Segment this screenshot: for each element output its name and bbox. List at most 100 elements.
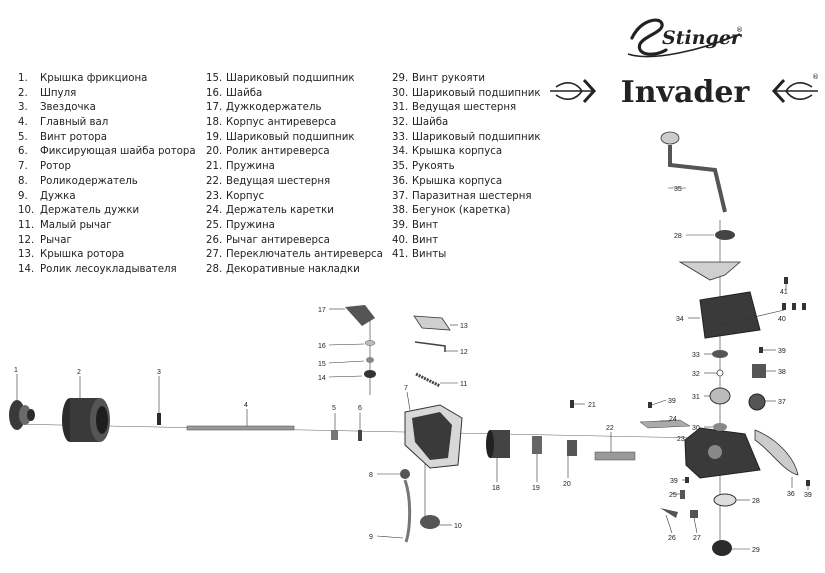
list-item: 20.Ролик антиреверса: [206, 146, 330, 158]
callout-9: 9: [369, 534, 373, 541]
part-19-ball-bearing: [532, 436, 542, 454]
list-item: 19.Шариковый подшипник: [206, 131, 355, 143]
part-2-spool: [62, 398, 110, 442]
part-29-handle-screw: [712, 540, 732, 556]
callout-40: 40: [778, 316, 786, 323]
callout-labels: 1 2 3 4 5 6 7 8 9 10 11 12 13 14 15 16 1…: [14, 186, 812, 554]
callout-10: 10: [454, 523, 462, 530]
callout-7: 7: [404, 385, 408, 392]
part-38-slider: [752, 364, 766, 378]
callout-11: 11: [460, 381, 467, 388]
callout-23: 23: [677, 436, 685, 443]
callout-6: 6: [358, 405, 362, 412]
part-20-anti-reverse-roller: [567, 440, 577, 456]
part-31-drive-gear: [709, 387, 731, 405]
callout-21: 21: [588, 402, 596, 409]
part-26-anti-reverse-lever: [660, 508, 678, 518]
list-item: 21.Пружина: [206, 161, 275, 173]
part-32-washer: [716, 369, 724, 377]
part-28-decor-cap-top: [715, 230, 735, 240]
part-39-screw: [759, 347, 763, 353]
part-37-idle-gear: [748, 393, 766, 411]
list-item: 27.Переключатель антиреверса: [206, 249, 383, 261]
parts-list-column-1: 1.Крышка фрикциона 2.Шпуля 3.Звездочка 4…: [18, 72, 196, 278]
callout-39: 39: [778, 348, 786, 355]
list-item: 39.Винт: [392, 219, 439, 231]
assembly-axis-lines: [9, 220, 721, 545]
list-item: 33.Шариковый подшипник: [392, 131, 541, 143]
callout-41: 41: [780, 289, 788, 296]
list-item: 37.Паразитная шестерня: [392, 190, 532, 202]
list-item: 16.Шайба: [206, 87, 263, 99]
callout-1: 1: [14, 367, 18, 374]
callout-25: 25: [669, 492, 677, 499]
part-22-pinion-gear: [594, 451, 636, 461]
list-item: 1.Крышка фрикциона: [18, 73, 148, 84]
callout-34: 34: [676, 316, 684, 323]
part-7-rotor: [404, 404, 463, 469]
callout-39: 39: [804, 492, 812, 499]
list-item: 34.Крышка корпуса: [392, 146, 503, 158]
callout-2: 2: [77, 369, 81, 376]
list-item: 14.Ролик лесоукладывателя: [18, 263, 177, 275]
list-item: 12.Рычаг: [18, 234, 72, 246]
callout-20: 20: [563, 481, 571, 488]
part-41-screws: [784, 277, 788, 284]
part-28-decor-cap-bottom: [713, 493, 737, 507]
registered-mark: ®: [736, 26, 743, 34]
callout-39: 39: [668, 398, 676, 405]
callout-30: 30: [692, 425, 700, 432]
callout-18: 18: [492, 485, 500, 492]
list-item: 22.Ведущая шестерня: [206, 175, 331, 187]
list-item: 31.Ведущая шестерня: [392, 102, 517, 114]
list-item: 2.Шпуля: [18, 87, 77, 99]
callout-33: 33: [692, 352, 700, 359]
callout-29: 29: [752, 547, 760, 554]
part-1-drag-cap: [9, 400, 35, 430]
callout-15: 15: [318, 361, 326, 368]
list-item: 36.Крышка корпуса: [392, 175, 503, 187]
callout-14: 14: [318, 375, 326, 382]
callout-17: 17: [318, 307, 326, 314]
list-item: 29.Винт рукояти: [392, 73, 486, 84]
callout-39: 39: [670, 478, 678, 485]
callout-13: 13: [460, 323, 468, 330]
callout-4: 4: [244, 402, 248, 409]
callout-12: 12: [460, 349, 468, 356]
part-15-ball-bearing: [366, 357, 374, 363]
part-40-screws: [782, 303, 806, 310]
callout-37: 37: [778, 399, 786, 406]
list-item: 35.Рукоять: [392, 161, 455, 173]
part-25-spring: [680, 490, 685, 499]
callout-31: 31: [692, 394, 700, 401]
list-item: 18.Корпус антиреверса: [206, 117, 337, 129]
list-item: 4.Главный вал: [18, 117, 109, 129]
callout-24: 24: [669, 416, 677, 423]
list-item: 40.Винт: [392, 234, 439, 246]
list-item: 26.Рычаг антиреверса: [206, 234, 330, 246]
callout-8: 8: [369, 472, 373, 479]
list-item: 24.Держатель каретки: [206, 205, 334, 217]
list-item: 41.Винты: [392, 249, 447, 261]
list-item: 15.Шариковый подшипник: [206, 73, 355, 84]
part-12-lever: [414, 341, 446, 352]
list-item: 9.Дужка: [18, 190, 76, 202]
invader-wordmark: Invader: [621, 75, 751, 110]
parts-list-column-2: 15.Шариковый подшипник 16.Шайба 17.Дужко…: [206, 72, 383, 278]
callout-22: 22: [606, 425, 614, 432]
list-item: 6.Фиксирующая шайба ротора: [18, 146, 196, 158]
stinger-logo: Stinger ®: [627, 18, 743, 58]
parts-list-column-3: 29.Винт рукояти 30.Шариковый подшипник 3…: [392, 72, 541, 263]
part-35-handle: [660, 131, 727, 213]
part-23-body: [684, 427, 761, 479]
list-item: 13.Крышка ротора: [18, 249, 125, 261]
callout-28-top: 28: [674, 233, 682, 240]
part-30-ball-bearing: [713, 423, 727, 431]
list-item: 3.Звездочка: [18, 102, 96, 114]
part-33-ball-bearing: [712, 350, 728, 358]
list-item: 5.Винт ротора: [18, 131, 108, 143]
part-24-slider-holder: [639, 419, 691, 429]
part-9-bail-wire: [403, 479, 412, 543]
list-item: 8.Роликодержатель: [18, 175, 138, 187]
callout-35: 35: [674, 186, 682, 193]
